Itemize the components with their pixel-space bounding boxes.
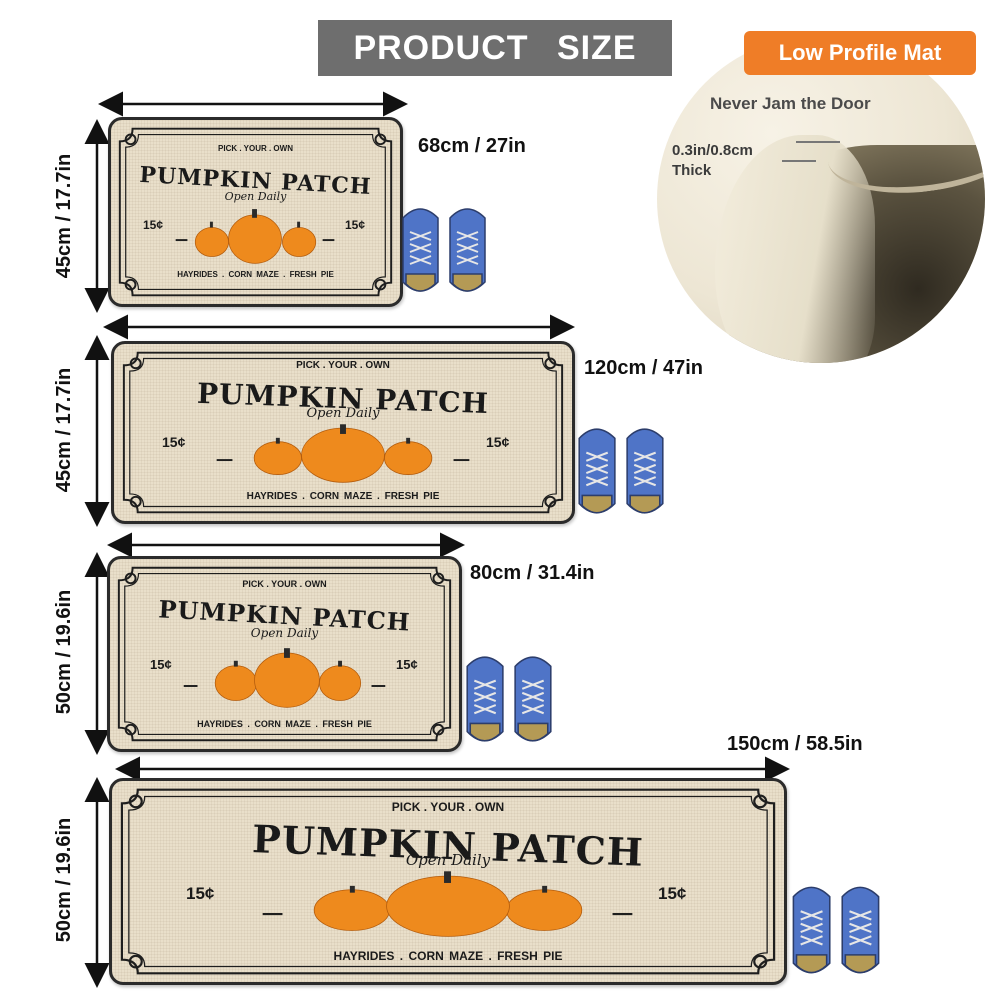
doormat-small: PICK . YOUR . OWN PUMPKIN PATCH Open Dai… (108, 117, 403, 307)
mat-pick-text: PICK . YOUR . OWN (296, 360, 390, 371)
mat-price-right: 15¢ (658, 884, 687, 903)
pumpkin-icon (253, 424, 433, 483)
doormat-runner-large: PICK . YOUR . OWN PUMPKIN PATCH Open Dai… (109, 778, 787, 985)
mat-price-right: 15¢ (345, 218, 366, 232)
mat-subtitle: Open Daily (405, 851, 491, 869)
mat-subtitle: Open Daily (224, 190, 287, 203)
sneakers-icon (792, 886, 880, 974)
thickness-pointer (796, 141, 840, 143)
mat-subtitle: Open Daily (250, 626, 319, 640)
pumpkin-icon (194, 209, 317, 264)
mat-price-right: 15¢ (486, 434, 510, 450)
mat-frame (122, 351, 564, 514)
mat-thickness-inset (657, 35, 985, 363)
sneakers-icon (402, 208, 486, 292)
thickness-label: Thick (672, 162, 712, 179)
mat-price-left: 15¢ (162, 434, 186, 450)
mat-frame (118, 127, 393, 297)
mat-2-height-label: 45cm / 17.7in (53, 367, 75, 493)
doormat-runner-medium: PICK . YOUR . OWN PUMPKIN PATCH Open Dai… (111, 341, 575, 524)
mat-1-width-label: 68cm / 27in (418, 135, 526, 157)
low-profile-badge: Low Profile Mat (744, 31, 976, 75)
pumpkin-icon (214, 648, 362, 708)
mat-3-height-label: 50cm / 19.6in (53, 589, 75, 715)
pumpkin-icon (313, 871, 583, 937)
mat-2-width-label: 120cm / 47in (584, 357, 703, 379)
mat-4-height-label: 50cm / 19.6in (53, 817, 75, 943)
mat-footer: HAYRIDES . CORN MAZE . FRESH PIE (177, 270, 334, 279)
mat-price-left: 15¢ (143, 218, 164, 232)
mat-price-right: 15¢ (396, 657, 418, 672)
mat-3-width-label: 80cm / 31.4in (470, 562, 595, 584)
thickness-value: 0.3in/0.8cm (672, 142, 753, 159)
mat-price-left: 15¢ (150, 657, 172, 672)
mat-footer: HAYRIDES . CORN MAZE . FRESH PIE (197, 719, 372, 729)
thickness-pointer (782, 160, 816, 162)
sneakers-icon (578, 428, 664, 514)
product-size-title: PRODUCT SIZE (318, 20, 672, 76)
mat-pick-text: PICK . YOUR . OWN (391, 800, 505, 814)
mat-footer: HAYRIDES . CORN MAZE . FRESH PIE (246, 491, 440, 502)
mat-frame (120, 788, 776, 975)
sneakers-icon (466, 656, 552, 742)
mat-subtitle: Open Daily (306, 406, 380, 421)
mat-1-height-label: 45cm / 17.7in (53, 153, 75, 279)
mat-price-left: 15¢ (186, 884, 215, 903)
mat-4-width-label: 150cm / 58.5in (727, 733, 863, 755)
mat-pick-text: PICK . YOUR . OWN (218, 144, 293, 153)
doormat-medium: PICK . YOUR . OWN PUMPKIN PATCH Open Dai… (107, 556, 462, 752)
never-jam-caption: Never Jam the Door (710, 94, 871, 113)
mat-footer: HAYRIDES . CORN MAZE . FRESH PIE (333, 949, 563, 963)
mat-fold (715, 135, 875, 363)
mat-pick-text: PICK . YOUR . OWN (242, 579, 327, 589)
mat-frame (117, 566, 452, 742)
